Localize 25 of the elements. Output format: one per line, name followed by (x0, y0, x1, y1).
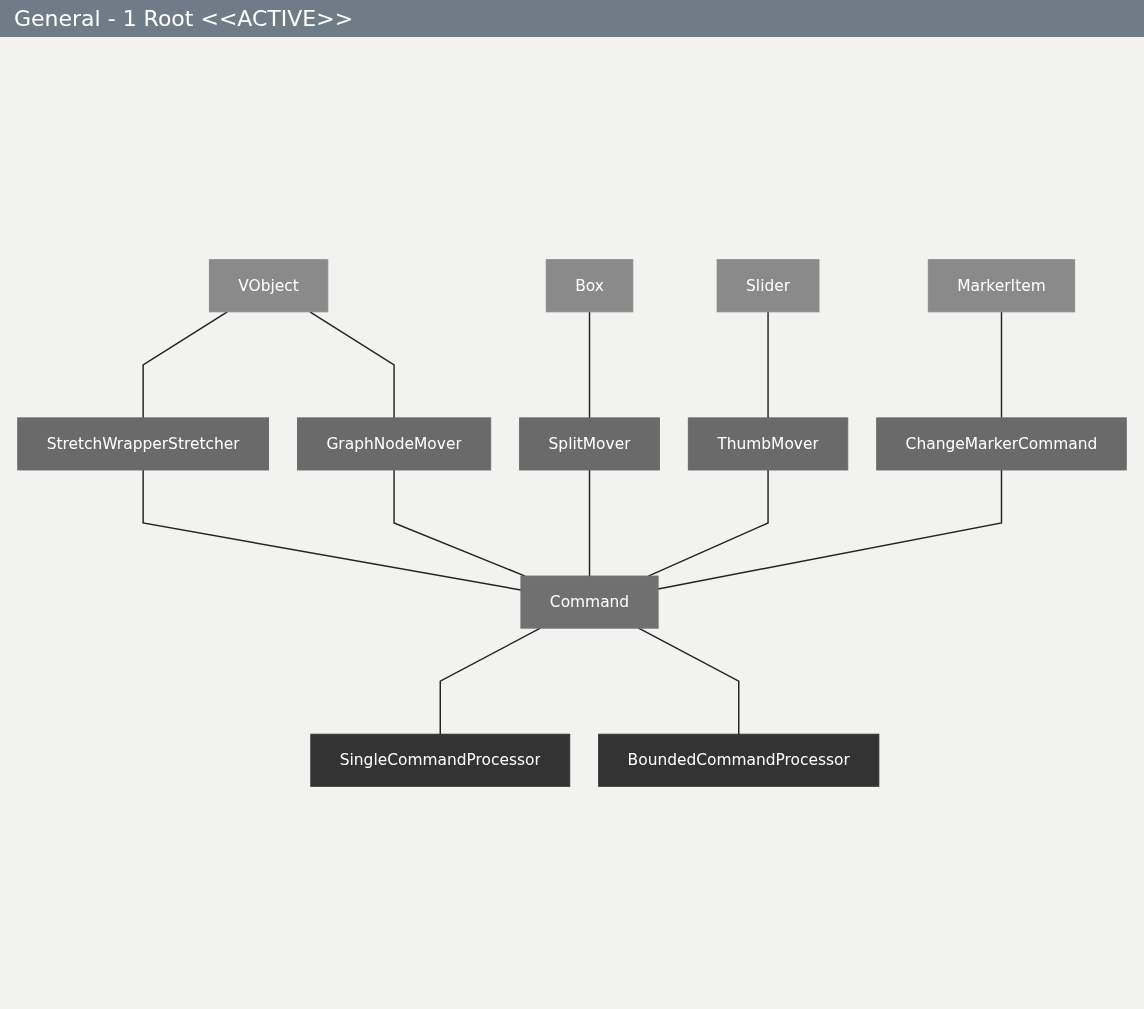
node-box: Box (545, 259, 634, 313)
node-box: SplitMover (519, 417, 660, 471)
connector (309, 311, 395, 419)
connector (647, 469, 769, 577)
connector (439, 627, 542, 735)
window-title: General - 1 Root <<ACTIVE>> (0, 0, 1144, 37)
node-box: GraphNodeMover (297, 417, 492, 471)
node-box: ThumbMover (687, 417, 849, 471)
node-box: SingleCommandProcessor (310, 733, 571, 787)
node-box: VObject (208, 259, 329, 313)
node-box: Command (520, 575, 659, 629)
connector (393, 469, 526, 577)
connector (637, 627, 740, 735)
connector (142, 469, 522, 591)
connector (1000, 311, 1003, 419)
connector (588, 311, 591, 419)
node-box: BoundedCommandProcessor (598, 733, 880, 787)
connector (657, 469, 1003, 590)
node-box: MarkerItem (927, 259, 1076, 313)
connector (767, 311, 769, 419)
node-box: ChangeMarkerCommand (876, 417, 1127, 471)
connector (588, 469, 591, 577)
connector (142, 311, 228, 419)
node-box: StretchWrapperStretcher (17, 417, 269, 471)
node-box: Slider (716, 259, 820, 313)
